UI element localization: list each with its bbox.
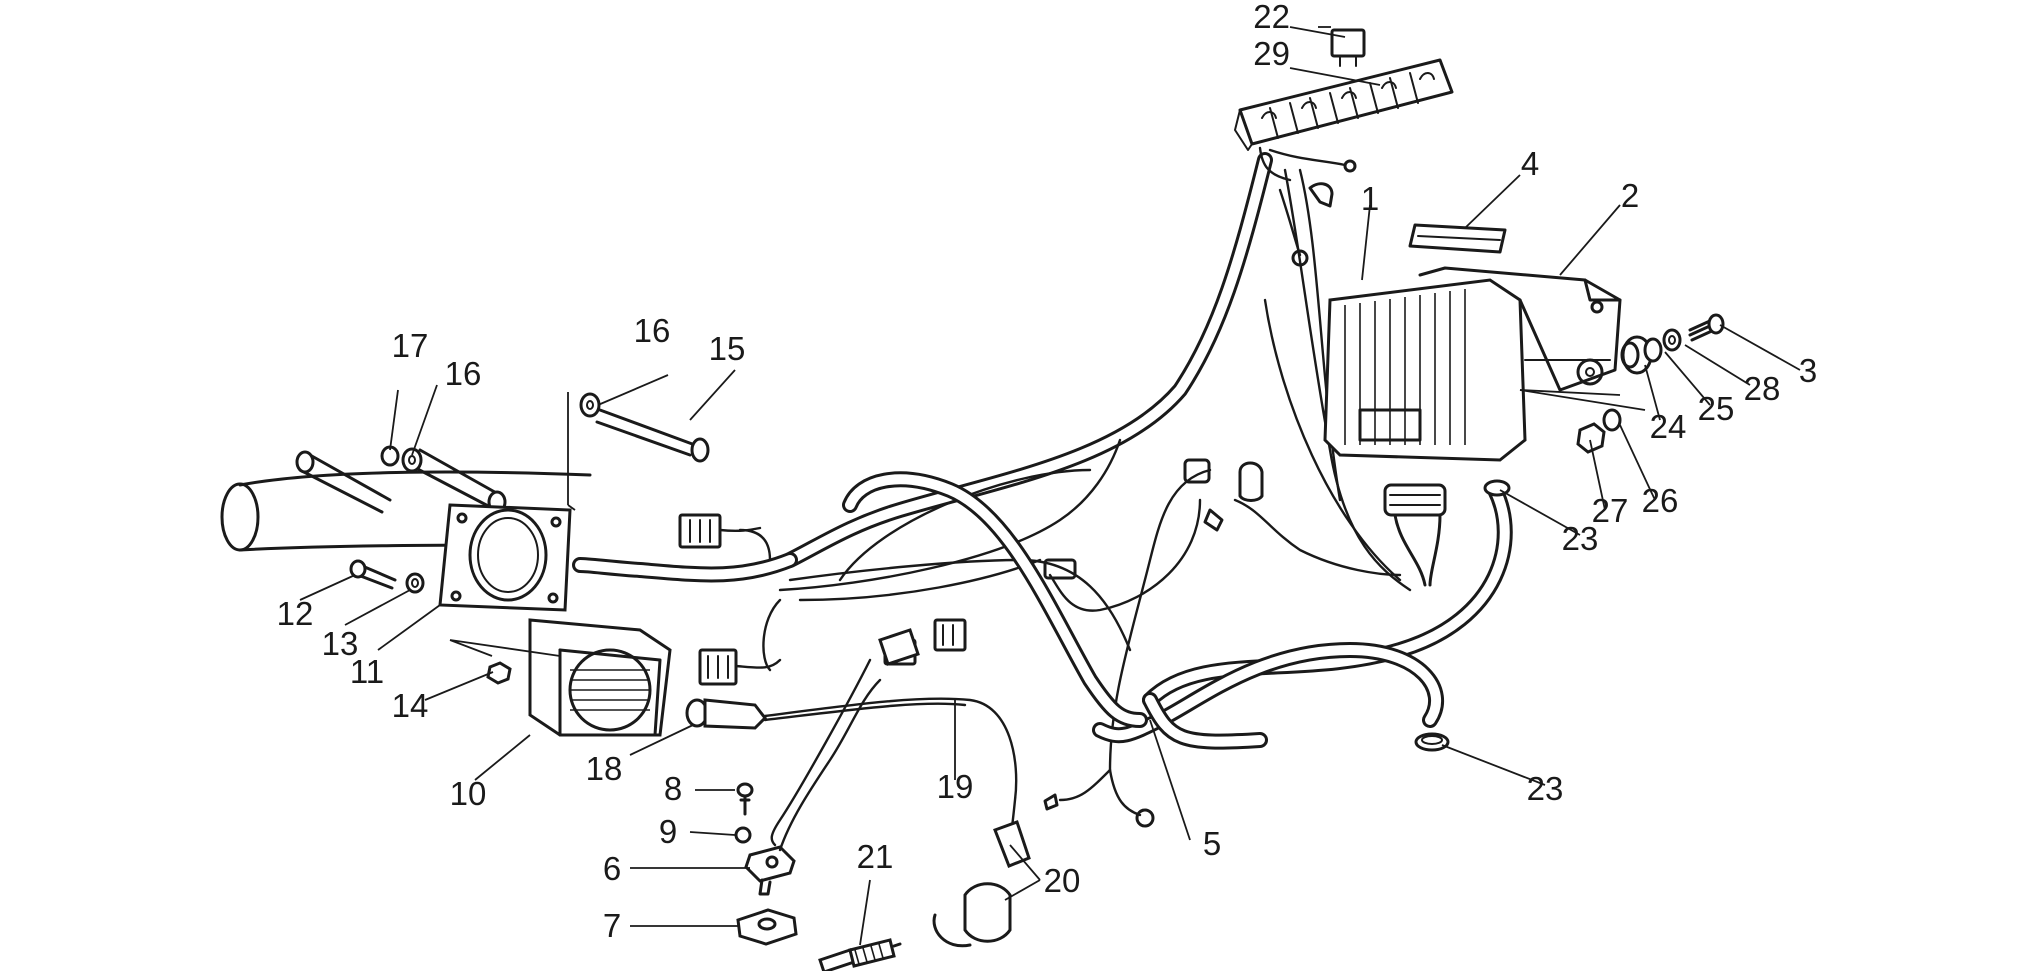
- fuse-box: [1234, 58, 1454, 267]
- washer-28: [1662, 328, 1682, 352]
- connector-left-lower: [698, 648, 782, 686]
- leader-lines: [299, 26, 1801, 946]
- callout-13: 13: [322, 625, 359, 662]
- callout-14: 14: [392, 687, 429, 724]
- connector-sensor: [770, 628, 920, 847]
- callout-16-right: 16: [634, 312, 671, 349]
- flange-plate: [438, 503, 572, 612]
- bolt-14: [486, 661, 512, 685]
- nut-27: [1576, 422, 1606, 454]
- callout-23-upper: 23: [1562, 520, 1599, 557]
- washer-13: [405, 572, 425, 594]
- callout-18: 18: [586, 750, 623, 787]
- wiring-harness: [572, 152, 1447, 828]
- callout-27: 27: [1592, 492, 1629, 529]
- callout-5: 5: [1203, 825, 1221, 862]
- bush: [1643, 337, 1663, 363]
- connector-left-upper: [678, 513, 762, 549]
- callout-29: 29: [1253, 35, 1290, 72]
- screw-8: [736, 782, 754, 816]
- washer-9: [734, 826, 752, 844]
- ignition-coil: [528, 618, 672, 737]
- washer-16-upper: [579, 392, 601, 418]
- bolt-12: [349, 559, 397, 590]
- spacer-7: [736, 908, 798, 946]
- callout-12: 12: [277, 595, 314, 632]
- callout-1: 1: [1361, 180, 1379, 217]
- callout-6: 6: [603, 850, 621, 887]
- callout-22: 22: [1253, 0, 1290, 35]
- callout-23-lower: 23: [1527, 770, 1564, 807]
- ht-lead: [685, 697, 1018, 842]
- callout-28: 28: [1744, 370, 1781, 407]
- washer-16-lower: [401, 447, 423, 473]
- callout-8: 8: [664, 770, 682, 807]
- voltage-regulator: [1323, 278, 1527, 462]
- callout-21: 21: [857, 838, 894, 875]
- callout-20: 20: [1044, 862, 1081, 899]
- callout-26: 26: [1642, 482, 1679, 519]
- spacer-tube: [295, 448, 507, 514]
- callout-19: 19: [937, 768, 974, 805]
- spark-plug-cap: [932, 820, 1031, 948]
- callout-labels: 22 29 4 2 1 3 28 25 24 26 27 23 23 5 16 …: [277, 0, 1818, 944]
- callout-7: 7: [603, 907, 621, 944]
- bolt-3: [1688, 313, 1725, 342]
- callout-16-left: 16: [445, 355, 482, 392]
- callout-9: 9: [659, 813, 677, 850]
- callout-15: 15: [709, 330, 746, 367]
- ecu-housing: [1418, 266, 1622, 392]
- callout-24: 24: [1650, 408, 1687, 445]
- callout-17: 17: [392, 327, 429, 364]
- bolt-15: [595, 408, 710, 463]
- cover-strip: [1408, 223, 1507, 254]
- callout-25: 25: [1698, 390, 1735, 427]
- callout-2: 2: [1621, 177, 1639, 214]
- spark-plug: [818, 938, 902, 971]
- pickup-sensor: [744, 678, 882, 896]
- callout-3: 3: [1799, 352, 1817, 389]
- washer-26: [1602, 408, 1622, 432]
- hose-clamp-lower: [1414, 732, 1450, 752]
- ecu-plug: [1383, 483, 1447, 587]
- callout-10: 10: [450, 775, 487, 812]
- callout-11: 11: [350, 653, 384, 690]
- callout-4: 4: [1521, 145, 1539, 182]
- vent-hoses: [842, 471, 1513, 752]
